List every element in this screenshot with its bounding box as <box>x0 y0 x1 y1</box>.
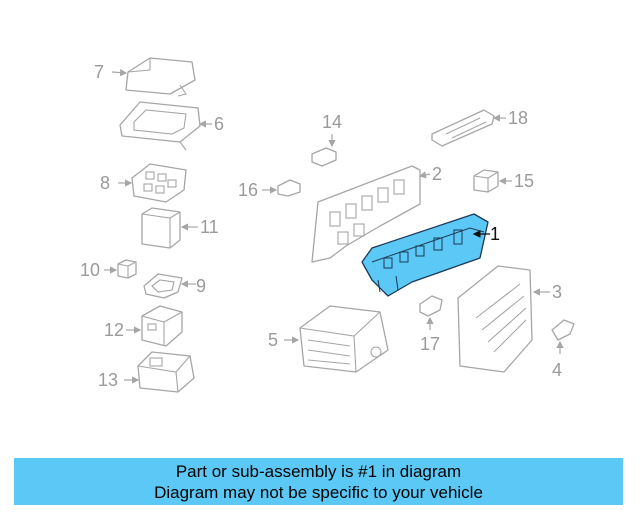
callout-9: 9 <box>196 276 206 296</box>
info-banner: Part or sub-assembly is #1 in diagram Di… <box>14 458 623 505</box>
part-13-connector: 13 <box>98 351 195 393</box>
part-5-ecu-module: 5 <box>268 305 389 373</box>
callout-12: 12 <box>104 320 124 340</box>
part-11-relay: 11 <box>141 207 219 249</box>
callout-15: 15 <box>514 171 534 191</box>
banner-line-2: Diagram may not be specific to your vehi… <box>154 482 483 502</box>
part-8-relay-block: 8 <box>100 163 187 203</box>
callout-2: 2 <box>432 164 442 184</box>
callout-5: 5 <box>268 330 278 350</box>
callout-6: 6 <box>214 114 224 134</box>
callout-16: 16 <box>238 180 258 200</box>
callout-11: 11 <box>200 217 219 237</box>
callout-18: 18 <box>508 108 528 128</box>
part-9-pad: 9 <box>143 273 206 299</box>
parts-diagram: 7 6 8 11 10 9 <box>80 57 575 393</box>
callout-17: 17 <box>420 334 440 354</box>
part-1-fuse-box-highlighted: 1 <box>361 213 500 297</box>
part-16-small-connector: 16 <box>238 179 301 200</box>
callout-8: 8 <box>100 173 110 193</box>
part-17-clip: 17 <box>419 295 443 354</box>
part-6-tray: 6 <box>119 101 224 151</box>
callout-4: 4 <box>552 360 562 380</box>
callout-7: 7 <box>94 62 104 82</box>
part-10-cube: 10 <box>80 259 137 280</box>
part-4-bracket-clip: 4 <box>551 319 575 380</box>
callout-14: 14 <box>322 112 342 132</box>
part-7-cover: 7 <box>94 57 196 97</box>
part-15-block: 15 <box>473 169 534 193</box>
part-3-cover: 3 <box>457 265 562 373</box>
part-12-module: 12 <box>104 305 183 347</box>
callout-13: 13 <box>98 370 118 390</box>
part-2-fuse-panel: 2 <box>311 164 442 263</box>
part-18-bracket: 18 <box>431 108 528 147</box>
callout-10: 10 <box>80 260 100 280</box>
callout-1: 1 <box>490 224 500 244</box>
banner-line-1: Part or sub-assembly is #1 in diagram <box>175 461 462 481</box>
part-14-clip: 14 <box>311 112 342 167</box>
callout-3: 3 <box>552 282 562 302</box>
